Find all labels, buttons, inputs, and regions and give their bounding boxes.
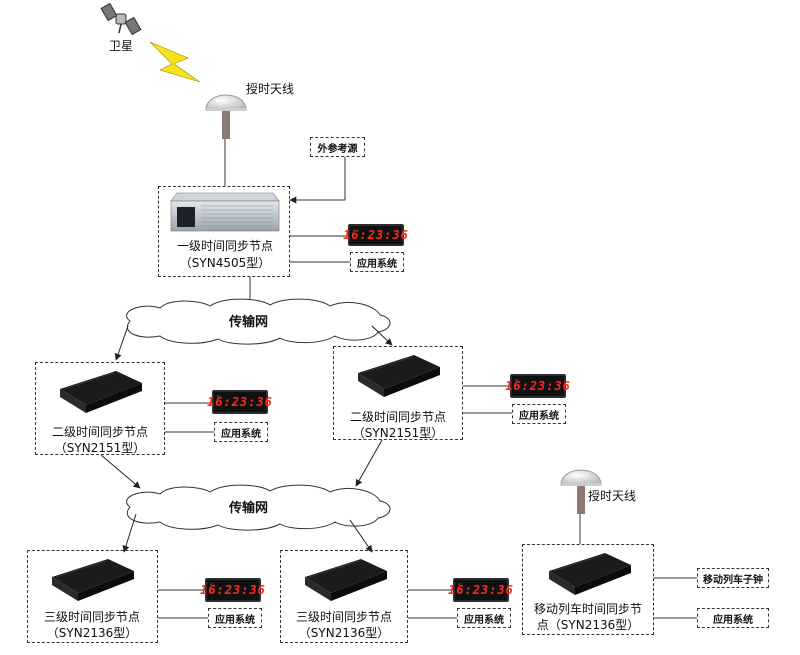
cloud-shape-1 — [126, 298, 391, 345]
clock-display-level3-mid: 16:23:36 — [448, 578, 513, 602]
level1-model: （SYN4505型） — [179, 256, 271, 270]
level1-title: 一级时间同步节点 — [176, 239, 273, 253]
network1-label: 传输网 — [229, 315, 269, 330]
network-device-icon — [52, 559, 134, 601]
level3-left-title: 三级时间同步节点 — [43, 610, 140, 624]
level3-left-model: （SYN2136型） — [46, 626, 138, 640]
mobile-app-system: 应用系统 — [697, 608, 769, 628]
network2-label: 传输网 — [229, 501, 269, 516]
level2-left-title: 二级时间同步节点 — [51, 425, 148, 439]
level1-app-system: 应用系统 — [350, 252, 404, 272]
level2-right-model: （SYN2151型） — [352, 426, 444, 440]
external-reference-box: 外参考源 — [310, 137, 365, 157]
antenna-mobile-label: 授时天线 — [588, 489, 637, 503]
mobile-model: 点（SYN2136型） — [536, 618, 640, 632]
network-device-icon — [549, 553, 631, 595]
level3-mid-node-box — [280, 550, 408, 643]
level2-right-app-system: 应用系统 — [512, 404, 566, 424]
clock-display-level1: 16:23:36 — [343, 224, 408, 246]
clock-display-level2-left: 16:23:36 — [207, 390, 272, 414]
antenna-top-label: 授时天线 — [246, 82, 295, 96]
level3-mid-title: 三级时间同步节点 — [295, 610, 392, 624]
lightning-icon — [149, 41, 201, 83]
mobile-child-clock-box: 移动列车子钟 — [697, 568, 769, 588]
network-device-icon — [305, 559, 387, 601]
mobile-node-box — [522, 544, 654, 635]
rack-server-icon — [170, 192, 280, 232]
level2-left-model: （SYN2151型） — [54, 441, 146, 455]
level2-right-node-box — [333, 346, 463, 440]
satellite-label: 卫星 — [109, 39, 134, 53]
gps-antenna-icon — [560, 469, 602, 514]
level3-mid-app-system: 应用系统 — [457, 608, 511, 628]
level1-node-box — [158, 186, 290, 277]
level2-left-app-system: 应用系统 — [214, 422, 268, 442]
satellite-icon — [100, 3, 142, 36]
clock-display-level3-left: 16:23:36 — [200, 578, 265, 602]
clock-display-level2-right: 16:23:36 — [505, 374, 570, 398]
level2-right-title: 二级时间同步节点 — [349, 410, 446, 424]
level2-left-node-box — [35, 362, 165, 455]
network-device-icon — [358, 355, 440, 397]
level3-left-node-box — [27, 550, 158, 643]
level3-mid-model: （SYN2136型） — [298, 626, 390, 640]
level3-left-app-system: 应用系统 — [208, 608, 262, 628]
gps-antenna-icon — [205, 94, 247, 139]
cloud-shape-2 — [126, 484, 391, 531]
mobile-title: 移动列车时间同步节 — [533, 602, 642, 616]
network-device-icon — [60, 371, 142, 413]
